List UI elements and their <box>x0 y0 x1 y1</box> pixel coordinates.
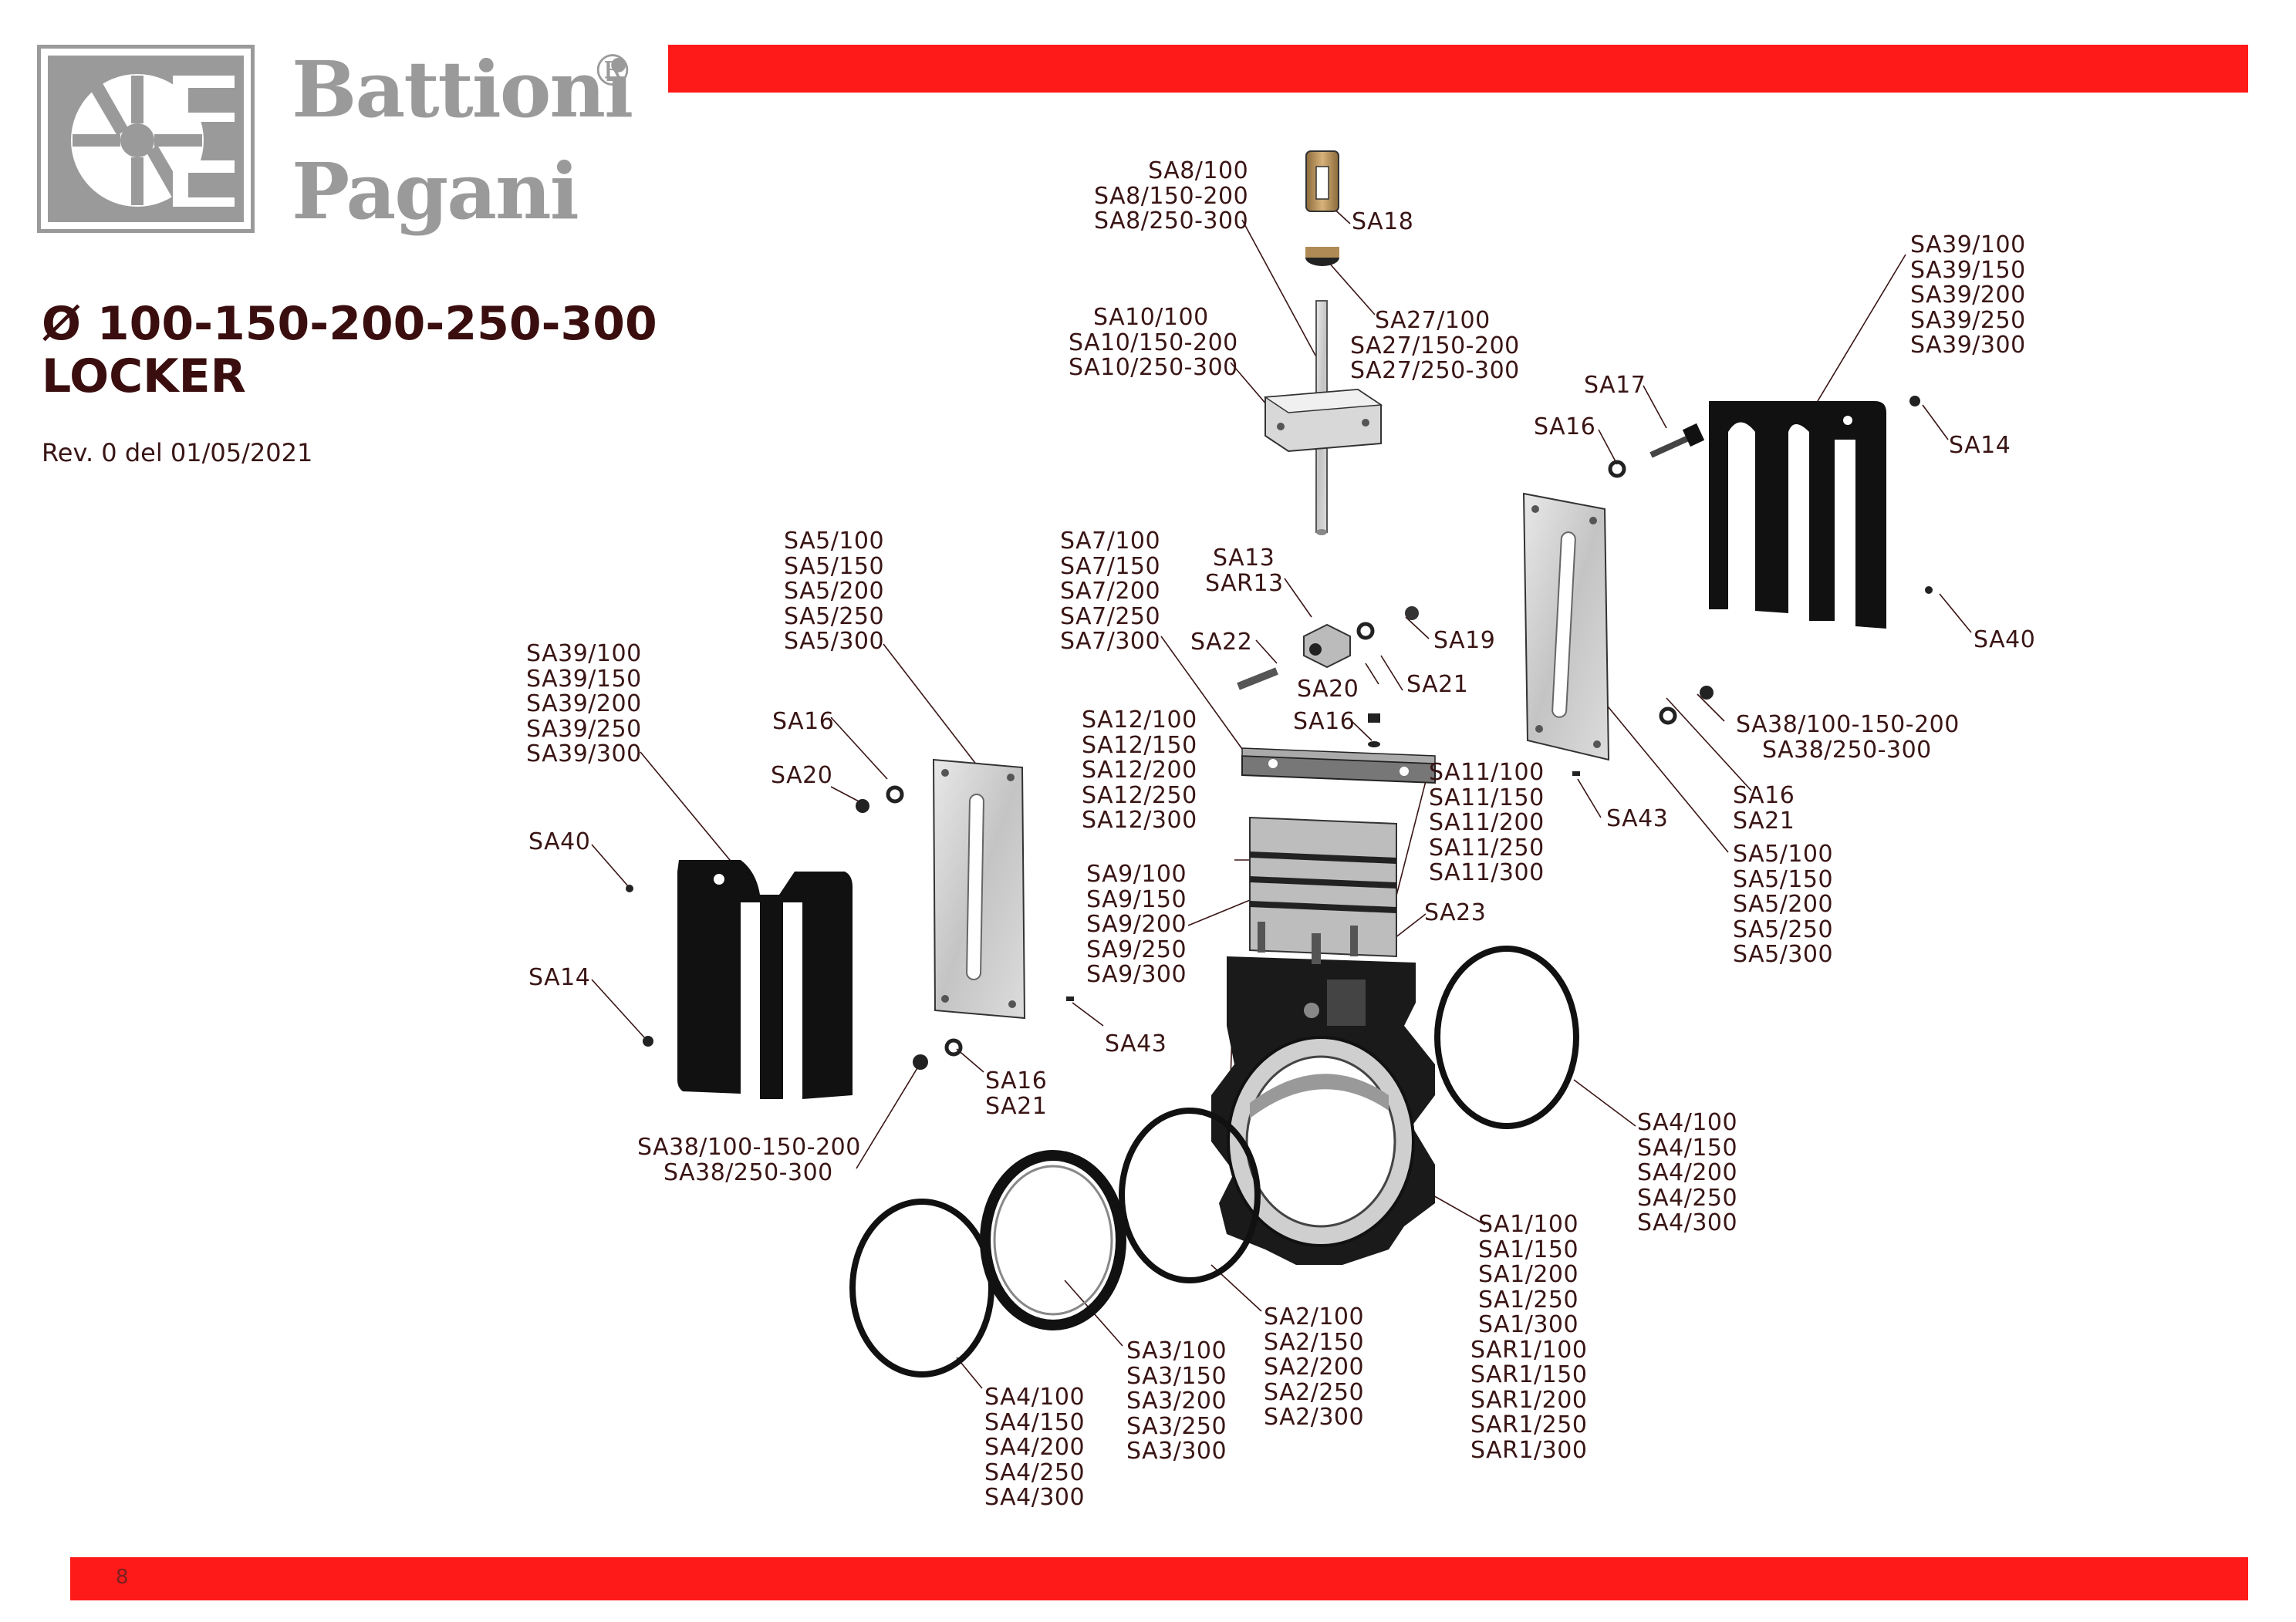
label-sa19: SA19 <box>1433 627 1496 654</box>
left-slotted-plate <box>932 758 1026 1020</box>
page-number: 8 <box>116 1566 129 1589</box>
label-sa20-center: SA20 <box>1297 676 1359 703</box>
left-guard-plate <box>677 860 853 1099</box>
page-title-product: LOCKER <box>42 349 246 403</box>
label-sa40-right: SA40 <box>1974 626 2036 653</box>
label-sa21-center: SA21 <box>1406 671 1469 698</box>
right-guard-plate <box>1709 401 1886 629</box>
top-accent-bar <box>668 45 2248 93</box>
label-sa14-right: SA14 <box>1949 432 2011 459</box>
bottom-accent-bar <box>70 1557 2248 1600</box>
label-sa22: SA22 <box>1190 629 1253 656</box>
battioni-pagani-logo-icon <box>37 45 255 233</box>
sealing-rings <box>849 946 1579 1378</box>
brand-name-line-1: Battioni <box>292 44 633 135</box>
label-sa16-top-right: SA16 <box>1534 413 1596 440</box>
revision-note: Rev. 0 del 01/05/2021 <box>42 438 313 467</box>
valve-body <box>1211 933 1435 1265</box>
top-stem-assembly <box>1263 150 1383 535</box>
label-sa17: SA17 <box>1584 372 1646 399</box>
sa12-bar <box>1241 747 1436 784</box>
registered-mark: ® <box>591 46 634 96</box>
knife-blade <box>1249 816 1397 958</box>
sa17-bolt <box>1649 423 1705 458</box>
right-slotted-plate <box>1522 492 1610 761</box>
page-title-diameters: Ø 100-150-200-250-300 <box>42 297 657 351</box>
center-small-parts <box>1237 606 1419 747</box>
brand-name-line-2: Pagani <box>292 146 579 237</box>
label-sa43-right: SA43 <box>1606 805 1669 832</box>
label-sa20-left: SA20 <box>771 762 833 789</box>
label-sa14-left: SA14 <box>528 964 591 991</box>
label-sa43-left: SA43 <box>1105 1030 1167 1057</box>
label-sa16-left: SA16 <box>772 708 835 735</box>
leader-lines <box>591 196 1972 1389</box>
label-sa23: SA23 <box>1424 899 1487 926</box>
label-sa16-center: SA16 <box>1293 708 1356 735</box>
label-sa40-left: SA40 <box>528 828 591 855</box>
label-sa18: SA18 <box>1352 208 1414 235</box>
